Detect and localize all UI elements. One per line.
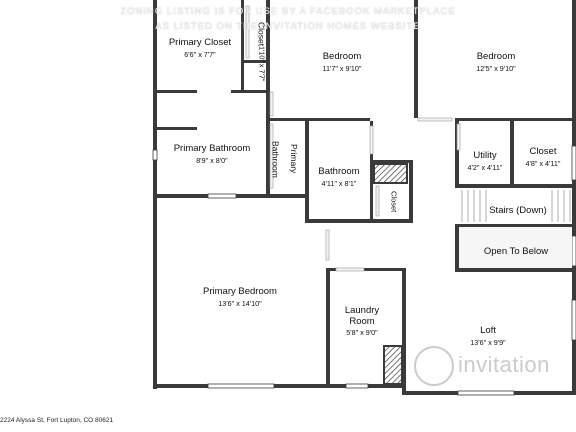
windows [152,145,576,396]
watermark-line-2: AS LISTED ON THE INVITATION HOMES WEBSIT… [155,21,421,32]
door-jambs [245,5,461,272]
brand-wordmark: invitation [458,352,550,377]
stairs [461,190,571,222]
brand-logo-icon [414,346,454,386]
room-closet-bath: Closet [389,191,399,213]
room-closet-small: Closet1'10" x 7'7" [256,22,267,82]
watermark-line-1: ZONING LISTING IS FOR USE BY A FACEBOOK … [120,6,456,17]
open-to-below-label: Open To Below [483,246,549,257]
room-primary-bathroom-vertical: Primary Bathroom [270,140,299,178]
hvac-chase-lower [383,345,403,385]
hvac-chase-upper [373,163,408,184]
brand-watermark: invitation [414,344,576,388]
open-to-below-area [459,227,572,268]
property-address: 2224 Alyssa St, Fort Lupton, CO 80621 [0,417,114,424]
openings [197,89,231,131]
stairs-label: Stairs (Down) [489,205,547,216]
